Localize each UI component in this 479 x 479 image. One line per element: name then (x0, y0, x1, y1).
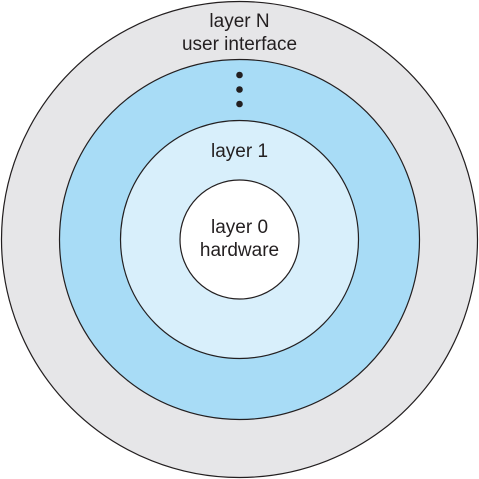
user-interface-label: user interface (182, 34, 297, 55)
vertical-ellipsis-icon (236, 71, 243, 108)
layer-1-label: layer 1 (211, 141, 268, 162)
hardware-label: hardware (200, 240, 279, 261)
layer-0-label: layer 0 (211, 217, 268, 238)
layer-n-label: layer N (209, 11, 269, 32)
layer-0-core (179, 179, 300, 300)
